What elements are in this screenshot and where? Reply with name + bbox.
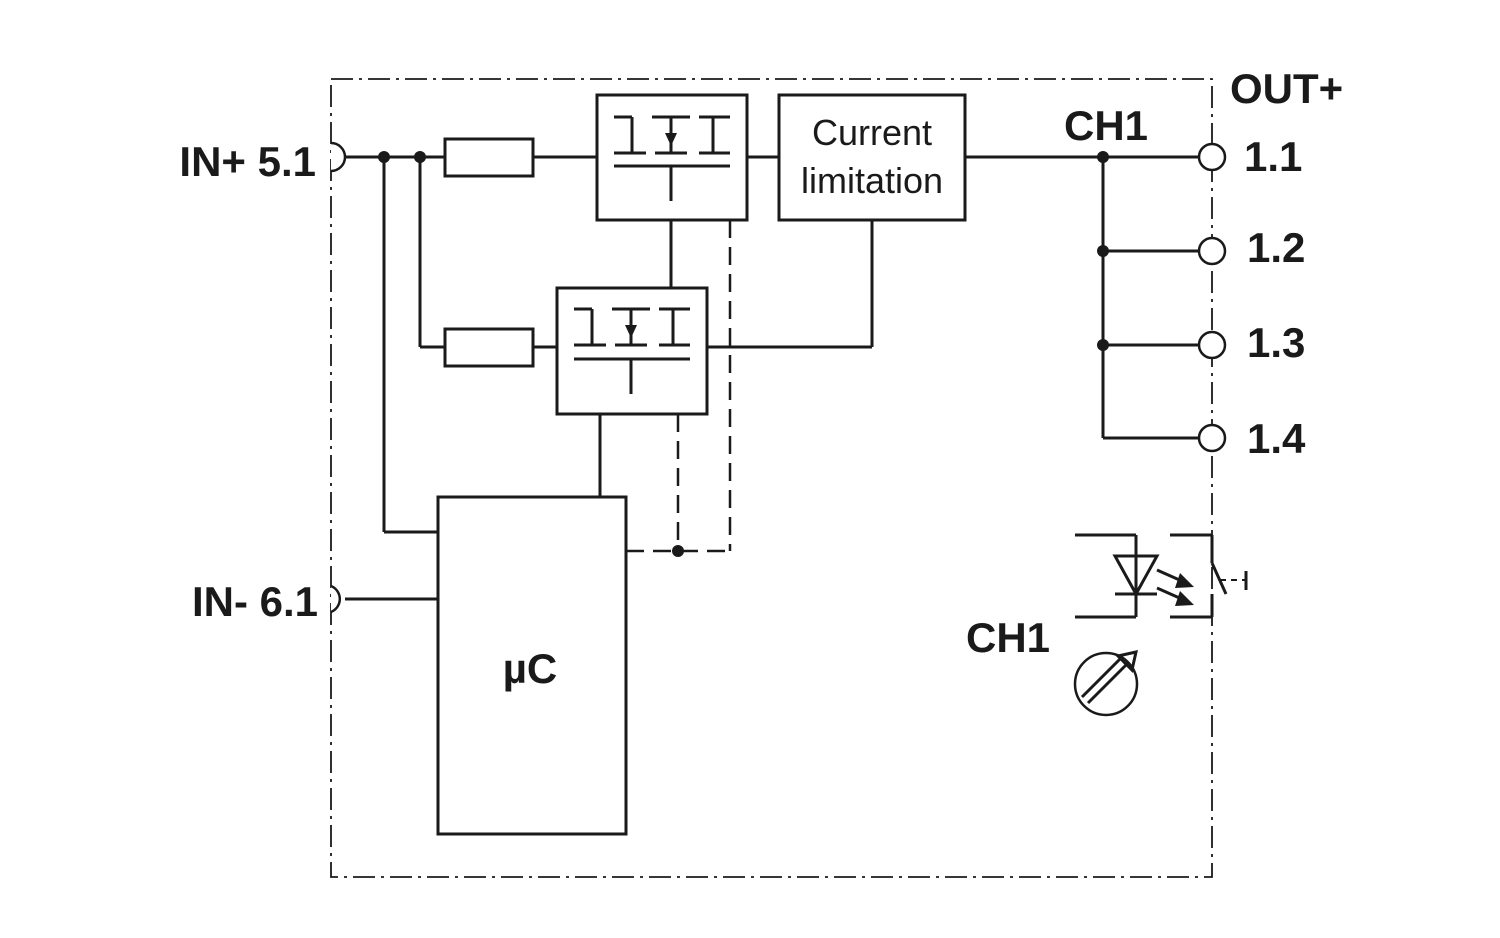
output-terminal-1-3: 1.3: [1197, 319, 1305, 366]
junction-dot: [378, 151, 390, 163]
channel-label-bottom: CH1: [966, 614, 1050, 661]
junction-dot: [1097, 245, 1109, 257]
output-terminal-1-1: 1.1: [1197, 133, 1302, 180]
input-wiring: [345, 151, 597, 601]
output-wiring: [965, 151, 1198, 440]
fuse-upper: [443, 137, 535, 178]
current-limitation-label-line1: Current: [812, 112, 932, 153]
channel-label-top: CH1: [1064, 102, 1148, 149]
optocoupler-icon: [1075, 533, 1248, 619]
junction-dot: [414, 151, 426, 163]
output-terminal-label: 1.4: [1247, 415, 1306, 462]
input-minus-terminal: IN- 6.1: [192, 578, 341, 625]
output-terminal-label: 1.1: [1244, 133, 1302, 180]
junction-dot: [672, 545, 684, 557]
mosfet-switch-lower: [555, 286, 709, 416]
input-minus-label: IN- 6.1: [192, 578, 318, 625]
status-led-icon: [1073, 650, 1139, 717]
input-plus-terminal: IN+ 5.1: [179, 138, 347, 185]
junction-dot: [1097, 339, 1109, 351]
microcontroller-block: µC: [436, 495, 628, 836]
fuse-lower: [443, 327, 535, 368]
current-limitation-block: Current limitation: [777, 93, 967, 222]
junction-dot: [1097, 151, 1109, 163]
mosfet-switch-upper: [595, 93, 749, 222]
microcontroller-label: µC: [503, 645, 558, 692]
module-housing-outline: [330, 78, 1213, 878]
output-terminal-1-2: 1.2: [1197, 224, 1305, 271]
current-limitation-label-line2: limitation: [801, 160, 943, 201]
output-plus-label: OUT+: [1230, 65, 1343, 112]
output-terminal-1-4: 1.4: [1197, 415, 1306, 462]
output-terminal-label: 1.3: [1247, 319, 1305, 366]
input-plus-label: IN+ 5.1: [179, 138, 316, 185]
feedback-lines: [626, 220, 732, 557]
output-terminal-label: 1.2: [1247, 224, 1305, 271]
